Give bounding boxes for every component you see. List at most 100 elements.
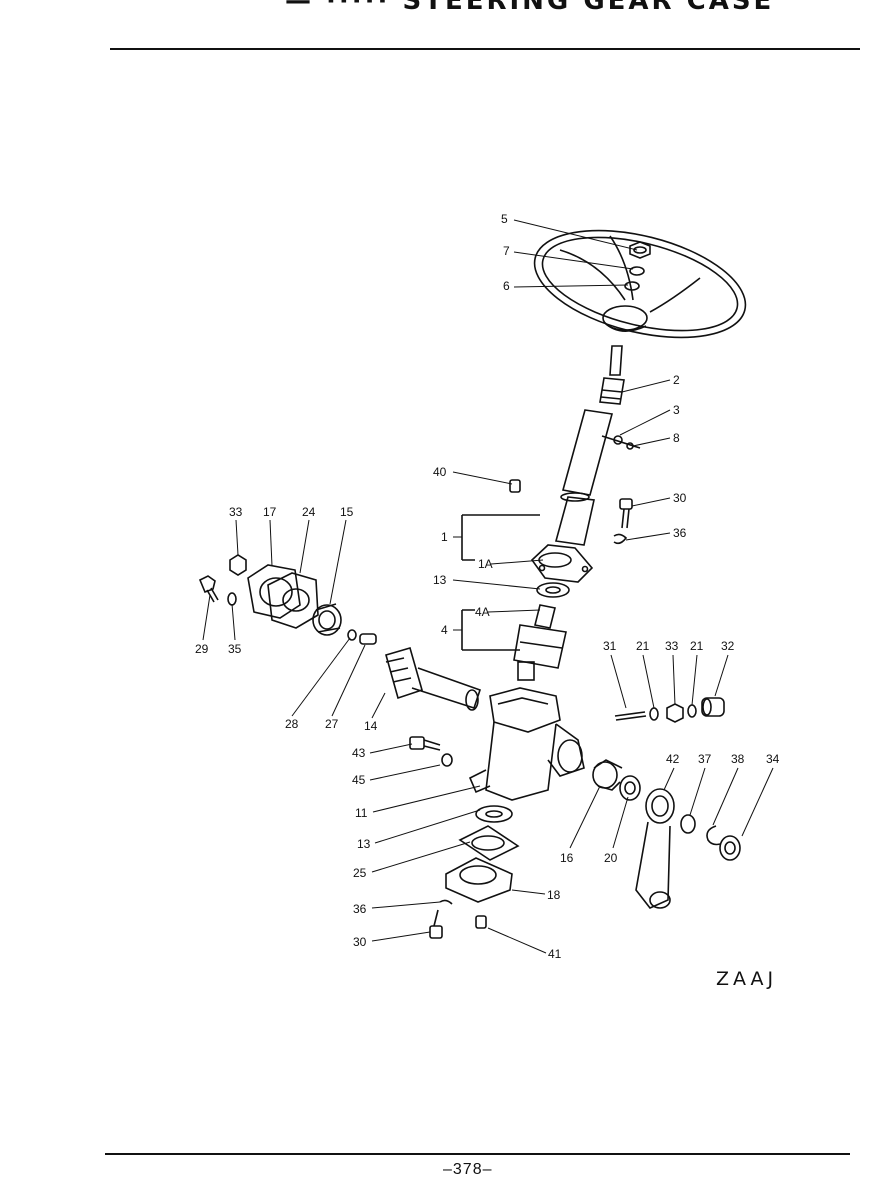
leader-line xyxy=(371,931,431,942)
leader-line xyxy=(621,379,671,393)
part-number-label: 29 xyxy=(195,642,209,656)
leader-line xyxy=(490,559,544,565)
part-number-label: 36 xyxy=(353,902,367,916)
pitman-arm-42 xyxy=(635,788,675,909)
leader-line xyxy=(371,901,441,909)
leader-line xyxy=(371,692,386,719)
part-number-label: 38 xyxy=(731,752,745,766)
part-number-label: 30 xyxy=(353,935,367,949)
lock-washer xyxy=(629,266,645,276)
part-number-label: 18 xyxy=(547,888,561,902)
leader-line xyxy=(202,594,211,641)
part-number-label: 32 xyxy=(721,639,735,653)
gasket-25 xyxy=(458,825,520,861)
part-number-label: 1A xyxy=(478,557,493,571)
part-number-label: 42 xyxy=(666,752,680,766)
worm-shaft-nut xyxy=(513,604,567,681)
part-number-label: 7 xyxy=(503,244,510,258)
column-flange xyxy=(530,544,594,583)
bracket-1 xyxy=(461,514,540,561)
gear-case-housing xyxy=(468,687,585,801)
bearing-13-lower xyxy=(475,805,513,823)
part-number-label: 16 xyxy=(560,851,574,865)
part-number-label: 34 xyxy=(766,752,780,766)
top-rule xyxy=(110,48,860,50)
part-number-label: 25 xyxy=(353,866,367,880)
part-number-label: 21 xyxy=(636,639,650,653)
leader-line xyxy=(625,532,671,541)
leader-line xyxy=(511,889,546,895)
leader-line xyxy=(714,654,729,697)
part-number-label: 11 xyxy=(355,806,368,820)
washer-28 xyxy=(347,629,357,641)
washer-36-upper xyxy=(613,533,628,545)
part-number-label: 27 xyxy=(325,717,339,731)
part-number-label: 28 xyxy=(285,717,299,731)
oil-seal-20 xyxy=(619,775,641,801)
needle-bearing-15 xyxy=(312,603,342,636)
bottom-rule xyxy=(105,1153,850,1155)
page-number: –378– xyxy=(443,1161,493,1178)
adjusting-screw-27 xyxy=(359,633,377,645)
leader-line xyxy=(689,767,706,816)
part-number-label: 37 xyxy=(698,752,712,766)
leader-line xyxy=(331,644,366,717)
nut-34 xyxy=(719,835,741,861)
steering-shaft-upper xyxy=(599,345,625,405)
part-number-label: 45 xyxy=(352,773,366,787)
leader-line xyxy=(663,767,675,791)
diagram-code: ZAAJ xyxy=(716,968,778,990)
leader-line xyxy=(513,219,638,251)
part-number-label: 36 xyxy=(673,526,687,540)
side-cover xyxy=(247,564,301,619)
part-number-label: 6 xyxy=(503,279,510,293)
washer-45 xyxy=(441,753,453,767)
bearing-13-upper xyxy=(536,582,570,598)
leader-line xyxy=(374,809,481,844)
washer-36-lower xyxy=(439,899,453,905)
steering-column-tube xyxy=(554,409,614,546)
leader-line xyxy=(631,497,671,507)
part-number-label: 30 xyxy=(673,491,687,505)
part-number-label: 2 xyxy=(673,373,680,387)
part-number-label: 15 xyxy=(340,505,354,519)
washer-21a xyxy=(649,707,659,721)
part-number-label: 31 xyxy=(603,639,617,653)
leader-line xyxy=(452,579,541,590)
part-number-label: 3 xyxy=(673,403,680,417)
leader-line xyxy=(452,471,513,485)
leader-line xyxy=(487,609,541,613)
nut-33-left xyxy=(229,554,247,576)
washer-37 xyxy=(680,814,696,834)
leader-line xyxy=(372,785,481,813)
cap-nut-32 xyxy=(701,697,725,717)
leader-line xyxy=(632,437,671,447)
part-number-label: 43 xyxy=(352,746,366,760)
part-number-label: 13 xyxy=(357,837,371,851)
leader-line xyxy=(513,284,629,288)
leader-line xyxy=(612,796,629,849)
steering-wheel xyxy=(533,229,747,339)
part-number-label: 20 xyxy=(604,851,618,865)
part-number-label: 13 xyxy=(433,573,447,587)
bushing-16 xyxy=(592,759,623,791)
part-number-label: 21 xyxy=(690,639,704,653)
leader-line xyxy=(619,409,671,436)
leader-line xyxy=(691,654,698,706)
leader-line xyxy=(299,519,310,574)
grease-nipple-40 xyxy=(509,479,521,493)
leader-line xyxy=(642,654,655,709)
plug-41 xyxy=(475,915,487,929)
part-number-label: 4A xyxy=(475,605,490,619)
bottom-cover-18 xyxy=(445,857,513,903)
part-number-label: 8 xyxy=(673,431,680,445)
page-title: — ····· STEERING GEAR CASE xyxy=(285,0,775,16)
leader-line xyxy=(235,519,239,556)
nut-33-right xyxy=(666,703,684,723)
part-number-label: 17 xyxy=(263,505,277,519)
leader-line xyxy=(329,519,347,605)
leader-line xyxy=(741,767,774,837)
bolt-43 xyxy=(409,736,441,751)
